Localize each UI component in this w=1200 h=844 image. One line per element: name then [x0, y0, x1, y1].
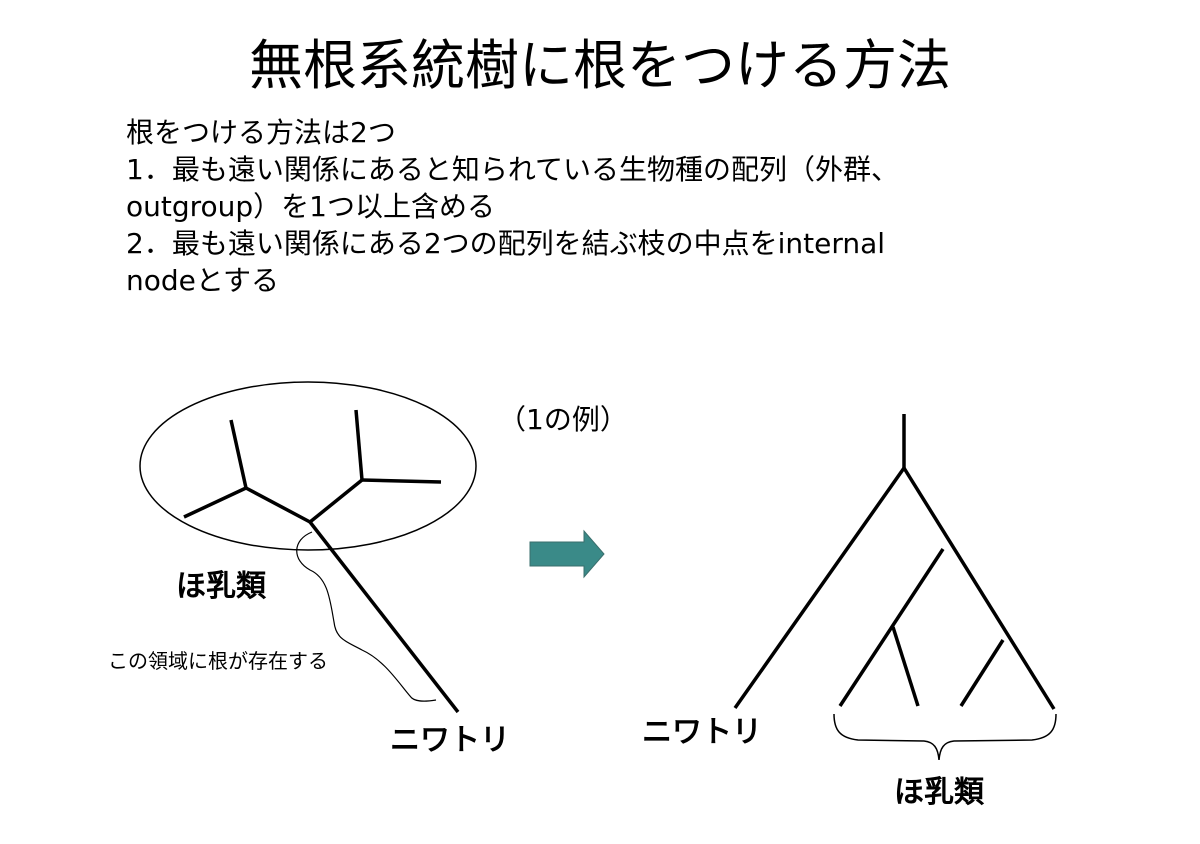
branch-to-chicken [733, 466, 906, 710]
example-label: （1の例） [498, 403, 628, 436]
body-line-method1: 1．最も遠い関係にあると知られている生物種の配列（外群、 [126, 153, 899, 186]
unrooted-tree-branches [183, 409, 460, 714]
rooted-tree-branches [733, 414, 1056, 710]
root-region-bracket [296, 531, 437, 702]
body-line-method2: 2．最も遠い関係にある2つの配列を結ぶ枝の中点をinternal [126, 227, 886, 260]
root-region-label: この領域に根が存在する [108, 649, 328, 673]
body-text: 根をつける方法は2つ 1．最も遠い関係にあると知られている生物種の配列（外群、 … [126, 114, 1066, 299]
transform-arrow [529, 529, 605, 579]
slide-title: 無根系統樹に根をつける方法 [249, 34, 951, 97]
branch-right-subtree [308, 478, 364, 524]
chicken-label-right: ニワトリ [642, 715, 762, 750]
mammal-group-ellipse [139, 381, 477, 551]
branch-mammal-pair-leaf [891, 626, 920, 707]
branch-mammal-right-inner [959, 639, 1005, 707]
branch-left-subtree [245, 486, 311, 524]
branch-to-mammals [902, 467, 1056, 710]
mammals-label-right: ほ乳類 [894, 775, 984, 810]
mammal-brace [833, 713, 1057, 761]
chicken-label-left: ニワトリ [390, 723, 510, 758]
branch-leaf-right-b [361, 478, 442, 484]
branch-leaf-right-a [354, 409, 364, 481]
body-line-intro: 根をつける方法は2つ [126, 116, 396, 149]
branch-leaf-left-b [183, 486, 247, 519]
body-line-method1-cont: outgroup）を1つ以上含める [126, 190, 495, 223]
unrooted-tree [139, 381, 477, 714]
branch-chicken [308, 520, 460, 714]
body-line-method2-cont: nodeとする [126, 264, 280, 297]
branch-leaf-left-a [229, 419, 248, 489]
mammals-label-left: ほ乳類 [176, 569, 266, 604]
rooted-tree [733, 414, 1057, 761]
